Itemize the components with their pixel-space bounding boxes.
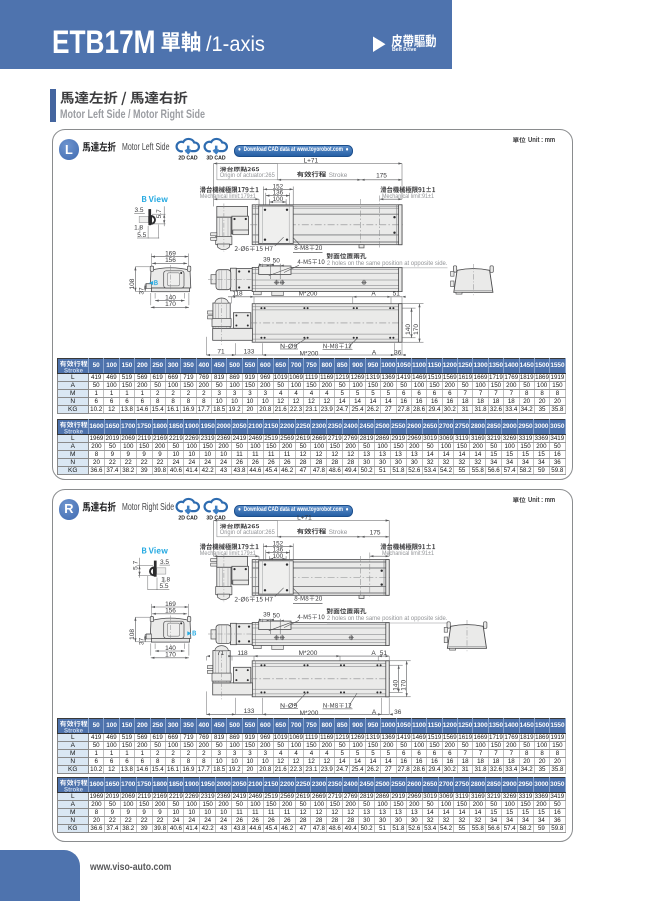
svg-text:51: 51	[393, 291, 401, 298]
svg-text:136: 136	[273, 547, 284, 554]
svg-text:140: 140	[165, 294, 176, 301]
svg-text:170: 170	[165, 652, 176, 659]
svg-text:L+71: L+71	[303, 157, 318, 164]
svg-text:170: 170	[165, 301, 176, 308]
svg-text:Stroke: Stroke	[64, 727, 84, 733]
svg-text:169: 169	[165, 601, 176, 608]
svg-text:108: 108	[129, 278, 136, 289]
svg-text:A: A	[372, 709, 377, 716]
svg-text:M*200: M*200	[299, 650, 318, 657]
svg-text:2D CAD: 2D CAD	[178, 155, 198, 161]
svg-text:140: 140	[392, 679, 399, 690]
svg-text:Stroke: Stroke	[64, 428, 84, 434]
svg-text:36: 36	[394, 349, 402, 356]
svg-text:140: 140	[165, 645, 176, 652]
svg-text:1.8: 1.8	[134, 225, 143, 232]
svg-text:100: 100	[273, 196, 284, 203]
svg-text:A: A	[371, 650, 376, 657]
svg-text:136: 136	[273, 190, 284, 197]
svg-text:L+71: L+71	[297, 514, 312, 521]
svg-text:39: 39	[263, 257, 271, 264]
svg-text:1.8: 1.8	[161, 576, 170, 583]
svg-text:Stroke: Stroke	[329, 172, 348, 179]
svg-text:37: 37	[139, 637, 146, 645]
svg-text:2 holes on the same position a: 2 holes on the same position at opposite…	[327, 261, 448, 267]
svg-text:170: 170	[413, 324, 420, 335]
svg-text:169: 169	[165, 250, 176, 257]
svg-text:108: 108	[129, 629, 136, 640]
svg-text:156: 156	[165, 608, 176, 615]
svg-text:118: 118	[237, 650, 248, 657]
svg-text:Mechanical limit:179±1: Mechanical limit:179±1	[200, 550, 257, 557]
svg-text:3.5: 3.5	[160, 559, 169, 566]
svg-text:3.5: 3.5	[134, 207, 143, 214]
svg-text:M*200: M*200	[299, 291, 318, 298]
svg-text:M*200: M*200	[300, 350, 319, 357]
svg-text:152: 152	[273, 183, 284, 190]
svg-text:A: A	[372, 349, 377, 356]
svg-text:2 holes on the same position a: 2 holes on the same position at opposite…	[327, 616, 448, 622]
svg-text:100: 100	[273, 553, 284, 560]
svg-text:51: 51	[380, 650, 388, 657]
svg-text:Stroke: Stroke	[329, 529, 348, 536]
svg-text:170: 170	[400, 679, 407, 690]
svg-text:Origin of actuator:265: Origin of actuator:265	[220, 172, 276, 179]
svg-text:37: 37	[139, 287, 146, 295]
svg-text:A: A	[371, 291, 376, 298]
svg-text:Mechanical limit:179±1: Mechanical limit:179±1	[200, 193, 257, 200]
svg-text:50: 50	[273, 613, 281, 620]
svg-text:156: 156	[165, 257, 176, 264]
svg-text:50: 50	[273, 258, 281, 265]
svg-text:71: 71	[217, 650, 225, 657]
svg-text:152: 152	[273, 540, 284, 547]
svg-text:71: 71	[217, 348, 225, 355]
svg-text:Origin of actuator:265: Origin of actuator:265	[220, 529, 276, 536]
svg-text:5.7: 5.7	[133, 560, 140, 569]
svg-text:5.5: 5.5	[137, 232, 146, 239]
svg-text:3D CAD: 3D CAD	[206, 155, 226, 161]
svg-text:140: 140	[405, 324, 412, 335]
svg-text:Mechanical limit:91±1: Mechanical limit:91±1	[382, 193, 435, 200]
svg-text:Stroke: Stroke	[64, 367, 84, 373]
svg-text:5.5: 5.5	[159, 583, 168, 590]
svg-text:133: 133	[244, 708, 255, 715]
svg-text:133: 133	[244, 348, 255, 355]
svg-text:175: 175	[376, 172, 387, 179]
svg-text:Stroke: Stroke	[64, 786, 84, 792]
svg-text:5.7: 5.7	[156, 209, 163, 218]
svg-text:39: 39	[263, 612, 271, 619]
svg-text:Mechanical limit:91±1: Mechanical limit:91±1	[382, 550, 435, 557]
svg-text:2D CAD: 2D CAD	[178, 515, 198, 521]
svg-text:118: 118	[232, 291, 243, 298]
svg-text:3D CAD: 3D CAD	[206, 515, 226, 521]
svg-text:M*200: M*200	[300, 710, 319, 717]
svg-text:175: 175	[370, 529, 381, 536]
svg-text:36: 36	[394, 709, 402, 716]
